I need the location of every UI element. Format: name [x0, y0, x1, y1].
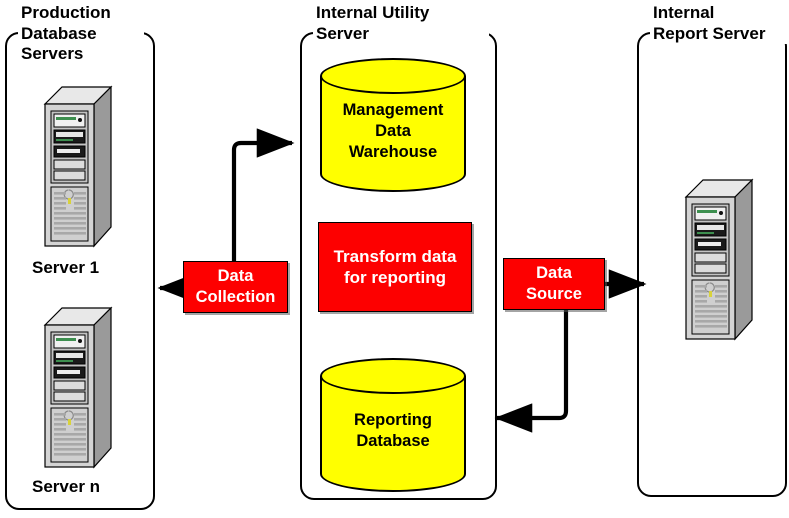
process-transform-data-for-reporting[interactable]: Transform data for reporting	[318, 222, 472, 312]
datastore-label-mdw: Management Data Warehouse	[342, 101, 444, 162]
zone-title-report: Internal Report Server	[650, 3, 789, 45]
server-label-server-1: Server 1	[32, 258, 100, 277]
datastore-label-reporting-db: Reporting Database	[354, 411, 432, 451]
server-icon-server-n	[42, 305, 114, 470]
zone-title-production: Production Database Servers	[18, 3, 144, 66]
process-data-collection[interactable]: Data Collection	[183, 261, 288, 313]
zone-title-utility: Internal Utility Server	[313, 3, 489, 45]
datastore-management-data-warehouse: Management Data Warehouse	[320, 58, 466, 192]
server-icon-server-1	[42, 84, 114, 249]
arrow-data-source-to-reporting-database	[494, 310, 569, 433]
arrow-data-collection-to-mdw	[231, 128, 295, 262]
datastore-reporting-database: Reporting Database	[320, 358, 466, 492]
process-data-source[interactable]: Data Source	[503, 258, 605, 310]
cylinder-top-ellipse	[320, 58, 466, 94]
server-label-server-n: Server n	[32, 477, 101, 496]
cylinder-top-ellipse	[320, 358, 466, 394]
server-icon-report-server	[683, 172, 755, 341]
